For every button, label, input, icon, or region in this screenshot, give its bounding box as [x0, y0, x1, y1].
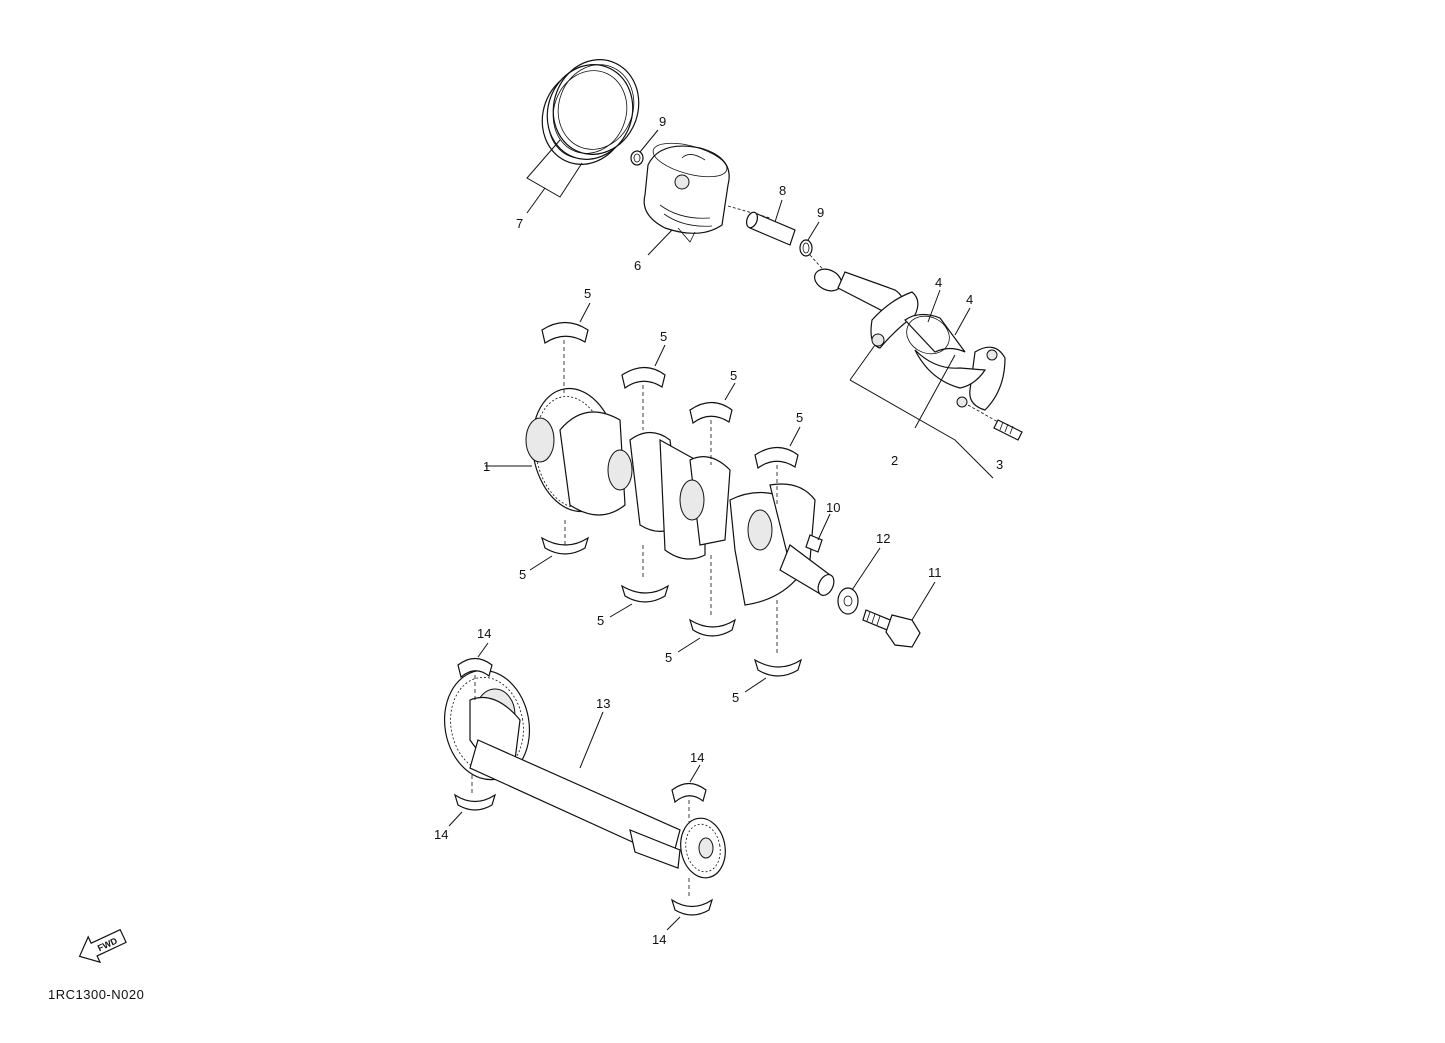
callout-14a: 14 [477, 626, 491, 641]
main-bearing-lower-3[interactable] [688, 618, 737, 637]
callout-8: 8 [779, 183, 786, 198]
leader-6 [647, 229, 673, 256]
main-bearing-upper-4[interactable] [754, 446, 799, 470]
main-bearing-lower-1[interactable] [540, 536, 590, 555]
main-bearing-upper-3[interactable] [689, 401, 733, 425]
leader-14a [477, 642, 489, 658]
callout-7: 7 [516, 216, 523, 231]
callout-9b: 9 [817, 205, 824, 220]
callout-2: 2 [891, 453, 898, 468]
callout-4b: 4 [966, 292, 973, 307]
main-bearing-upper-2[interactable] [621, 366, 666, 390]
leader-7 [526, 139, 583, 198]
callout-5c: 5 [730, 368, 737, 383]
leader-5a [579, 302, 591, 323]
leader-5g [677, 637, 701, 653]
forward-direction-arrow: FWD [78, 928, 127, 964]
main-bearing-lower-4[interactable] [753, 658, 803, 677]
bearing-shell-rod-upper[interactable] [900, 309, 966, 360]
callout-9a: 9 [659, 114, 666, 129]
crankshaft[interactable] [523, 382, 837, 606]
callout-5h: 5 [732, 690, 739, 705]
washer[interactable] [837, 587, 859, 615]
leader-5h [744, 677, 767, 693]
leader-13 [579, 711, 604, 769]
callout-5f: 5 [597, 613, 604, 628]
leader-2-arm [914, 354, 956, 429]
callout-5g: 5 [665, 650, 672, 665]
callout-12: 12 [876, 531, 890, 546]
crankshaft-bolt[interactable] [862, 609, 921, 648]
leader-14c [689, 764, 701, 783]
callout-14b: 14 [434, 827, 448, 842]
leader-9a [639, 129, 659, 153]
bearing-shell-rod-lower[interactable] [914, 349, 987, 389]
piston-ring-set[interactable] [529, 48, 652, 177]
callout-13: 13 [596, 696, 610, 711]
leader-2-3 [849, 379, 994, 479]
leader-5c [724, 382, 736, 401]
callout-5a: 5 [584, 286, 591, 301]
balancer-bearing-lower-left[interactable] [453, 793, 497, 811]
leader-2-arm-left [849, 344, 876, 381]
con-rod-bolt[interactable] [993, 419, 1023, 441]
leader-9b [807, 221, 820, 241]
leader-10 [817, 513, 831, 541]
piston-pin[interactable] [745, 211, 796, 246]
leader-8 [774, 199, 783, 223]
balancer-bearing-lower-right[interactable] [670, 898, 714, 916]
connecting-rod[interactable] [811, 265, 1006, 411]
callout-14c: 14 [690, 750, 704, 765]
callout-4a: 4 [935, 275, 942, 290]
assembly-line-bolt [967, 404, 999, 423]
callout-10: 10 [826, 500, 840, 515]
main-bearing-lower-2[interactable] [620, 584, 670, 603]
balancer-bearing-upper-left[interactable] [457, 657, 493, 679]
main-bearing-upper-1[interactable] [541, 321, 589, 344]
balancer-bearing-upper-right[interactable] [671, 782, 707, 804]
leader-14d [666, 916, 681, 931]
callout-3: 3 [996, 457, 1003, 472]
leader-5d [789, 426, 801, 447]
leader-5f [609, 603, 633, 618]
callout-5d: 5 [796, 410, 803, 425]
callout-14d: 14 [652, 932, 666, 947]
callout-5b: 5 [660, 329, 667, 344]
figure-code: 1RC1300-N020 [48, 987, 144, 1002]
callout-5e: 5 [519, 567, 526, 582]
leader-7-tail [526, 187, 546, 214]
leader-11 [911, 581, 936, 621]
callout-11: 11 [928, 565, 942, 580]
balancer-shaft[interactable] [436, 664, 730, 882]
piston-pin-clip-right[interactable] [799, 239, 813, 257]
leader-4b [954, 307, 971, 336]
callout-6: 6 [634, 258, 641, 273]
callout-1: 1 [483, 459, 490, 474]
piston[interactable] [643, 137, 730, 243]
leader-4a [927, 289, 941, 323]
leader-5e [529, 555, 553, 571]
piston-pin-clip-left[interactable] [630, 150, 644, 166]
leader-12 [851, 547, 881, 591]
leader-5b [654, 344, 666, 367]
leader-14b [448, 811, 463, 827]
